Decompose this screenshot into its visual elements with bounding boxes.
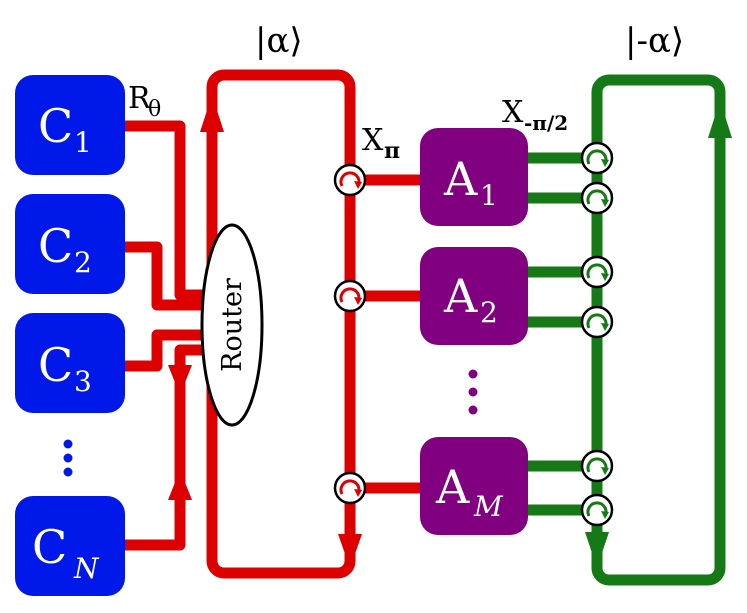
rotation-gate-icon [333, 163, 367, 197]
am-main: A [435, 460, 470, 514]
a1-main: A [443, 152, 478, 206]
red-gates [333, 163, 367, 505]
x-pi-main: X [362, 123, 384, 158]
c3-sub: 3 [74, 365, 92, 398]
c2-sub: 2 [74, 246, 92, 279]
c3-main: C [38, 338, 73, 392]
rotation-gate-icon [580, 305, 614, 339]
c2-main: C [38, 219, 73, 273]
rotation-gate-icon [580, 255, 614, 289]
neg-alpha-state-label: |-α⟩ [625, 21, 684, 61]
rotation-gate-icon [580, 493, 614, 527]
labels: |α⟩ |-α⟩ R θ X π X -π/2 [128, 21, 684, 164]
c3-wire [118, 329, 216, 372]
r-theta-sub: θ [148, 97, 161, 122]
neg-alpha-loop [591, 74, 726, 586]
a2-main: A [443, 269, 478, 323]
alpha-state-label: |α⟩ [255, 21, 303, 61]
a2-sub: 2 [480, 296, 498, 329]
ancilla-node-a2: A 2 [420, 247, 528, 345]
ancilla-node-am: A M [420, 437, 528, 535]
c1-wire [118, 120, 213, 301]
arrow-icon [338, 534, 362, 568]
cn-main: C [32, 520, 67, 574]
router: Router [200, 223, 264, 427]
rotation-gate-icon [580, 181, 614, 215]
classical-nodes: C 1 C 2 C 3 C N [15, 75, 125, 596]
r-theta-main: R [128, 81, 152, 116]
x-neg-sub: -π/2 [524, 111, 568, 135]
green-bus [519, 74, 726, 586]
arrow-icon [168, 470, 192, 500]
red-arrows [168, 95, 362, 568]
classical-node-cn: C N [15, 496, 125, 596]
cn-sub: N [73, 552, 100, 585]
green-gates [580, 141, 614, 527]
arrow-icon [585, 532, 609, 568]
rotation-gate-icon [580, 449, 614, 483]
cn-wire [118, 344, 213, 551]
ancilla-nodes: A 1 A 2 A M [420, 128, 528, 535]
classical-node-c1: C 1 [15, 75, 125, 175]
am-sub: M [473, 490, 504, 523]
vertical-ellipsis-icon [468, 369, 478, 415]
rotation-gate-icon [580, 141, 614, 175]
x-neg-main: X [502, 95, 524, 130]
classical-node-c2: C 2 [15, 194, 125, 294]
arrow-icon [708, 100, 732, 138]
arrow-icon [168, 365, 192, 395]
green-arrows [585, 100, 732, 568]
rotation-gate-icon [333, 471, 367, 505]
classical-node-c3: C 3 [15, 313, 125, 413]
c2-wire [118, 241, 213, 311]
a1-sub: 1 [480, 179, 498, 212]
vertical-ellipsis-icon [63, 439, 73, 477]
c1-main: C [38, 99, 73, 153]
c1-sub: 1 [74, 126, 92, 159]
ancilla-node-a1: A 1 [420, 128, 528, 226]
rotation-gate-icon [333, 279, 367, 313]
x-pi-sub: π [384, 138, 400, 164]
router-label: Router [217, 278, 248, 372]
arrow-icon [200, 95, 224, 132]
